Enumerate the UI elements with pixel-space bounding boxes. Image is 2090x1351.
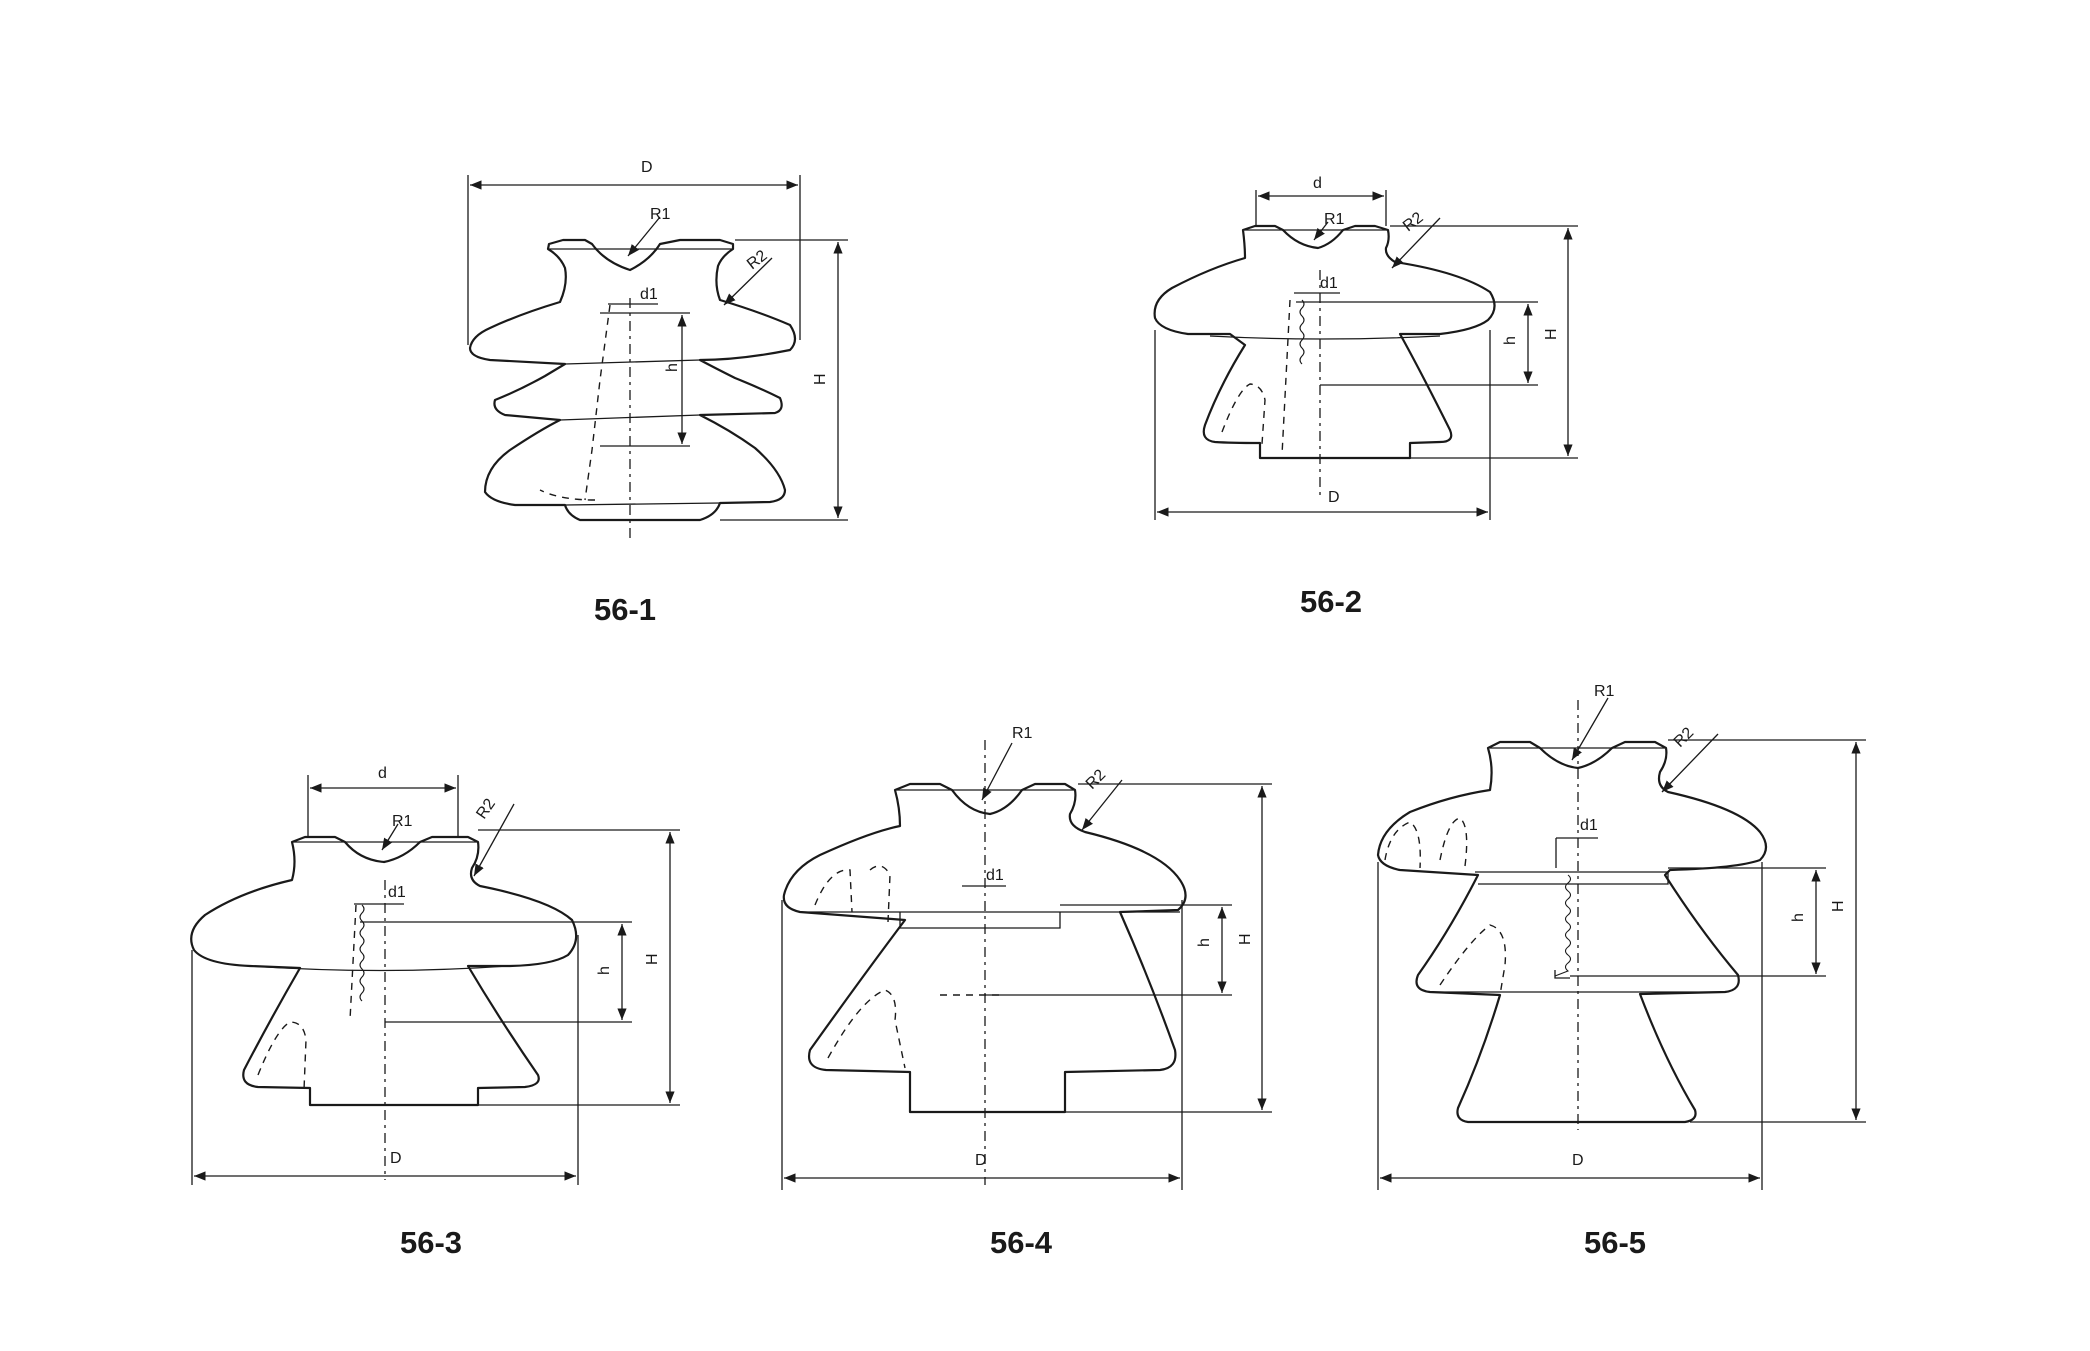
insulator-56-5-collar bbox=[1475, 871, 1669, 885]
insulator-56-5-hidden-fin-1 bbox=[1384, 821, 1421, 869]
insulator-56-3-d1-label: d1 bbox=[388, 884, 406, 901]
insulator-56-3-R1-label: R1 bbox=[392, 813, 413, 830]
insulator-56-4-D-label: D bbox=[975, 1152, 987, 1169]
insulator-56-5-R2-label: R2 bbox=[1671, 724, 1698, 751]
insulator-56-2-hidden-ring bbox=[1221, 383, 1266, 445]
insulator-56-4-R1-label: R1 bbox=[1012, 725, 1033, 742]
insulator-56-3-hidden-ring bbox=[257, 1021, 307, 1091]
insulator-56-1-shed-line-3 bbox=[564, 502, 721, 506]
insulator-56-3-body bbox=[190, 835, 578, 1107]
insulator-56-4-R2-label: R2 bbox=[1083, 766, 1110, 793]
insulator-56-2-d-label: d bbox=[1313, 175, 1322, 192]
insulator-56-2-R1-label: R1 bbox=[1324, 211, 1345, 228]
insulator-56-3-lower-skirt bbox=[249, 965, 509, 972]
insulator-56-1-H-label: H bbox=[812, 373, 829, 385]
insulator-56-4-collar bbox=[899, 912, 1061, 929]
insulator-56-4-hidden-fin-2 bbox=[814, 869, 853, 913]
insulator-56-3-hidden-bore bbox=[349, 904, 357, 1021]
insulator-56-3-D-label: D bbox=[390, 1150, 402, 1167]
insulator-56-5-hidden-ring bbox=[1439, 924, 1507, 996]
insulator-56-2-H-label: H bbox=[1543, 328, 1560, 340]
insulator-56-5-hidden-fin-2 bbox=[1439, 817, 1468, 867]
insulator-56-2-thread bbox=[1299, 299, 1305, 365]
insulator-56-3-R2-leader bbox=[473, 803, 515, 877]
insulator-56-1-body bbox=[468, 238, 797, 522]
insulator-56-2-hidden-bore bbox=[1281, 299, 1291, 456]
insulator-56-1-caption: 56-1 bbox=[594, 592, 656, 627]
insulator-56-1-hidden-bore bbox=[584, 304, 611, 501]
insulator-56-5-thread-end bbox=[1554, 970, 1570, 979]
insulator-56-4-R2-leader bbox=[1081, 779, 1123, 831]
insulator-56-4-H-label: H bbox=[1237, 933, 1254, 945]
insulator-56-3-R2-label: R2 bbox=[473, 796, 499, 823]
insulator-56-5-caption: 56-5 bbox=[1584, 1225, 1646, 1260]
insulator-56-5: R1 R2 d1 h H D 56-5 bbox=[1376, 683, 1866, 1260]
insulator-56-1-R2-leader bbox=[723, 257, 773, 306]
insulator-56-5-d1-label: d1 bbox=[1580, 817, 1598, 834]
insulator-56-4: R1 R2 d1 h H D 56-4 bbox=[781, 725, 1272, 1260]
insulator-56-5-R2-leader bbox=[1661, 733, 1719, 793]
insulator-56-1: D R1 R2 d1 h H 56-1 bbox=[467, 159, 848, 627]
insulator-56-2: d R1 R2 d1 h H D 56-2 bbox=[1153, 175, 1578, 619]
insulator-56-3-R1-leader bbox=[381, 823, 399, 851]
insulator-56-5-thread bbox=[1554, 874, 1572, 977]
insulator-56-4-body bbox=[782, 782, 1187, 1114]
insulator-56-1-D-label: D bbox=[641, 159, 653, 176]
insulator-56-2-d1-label: d1 bbox=[1320, 275, 1338, 292]
insulator-56-1-R1-leader bbox=[627, 216, 661, 257]
insulator-56-3-H-label: H bbox=[644, 953, 661, 965]
insulator-56-5-h-label: h bbox=[1790, 913, 1807, 922]
insulator-56-4-h-label: h bbox=[1196, 938, 1213, 947]
insulator-56-1-hidden-base bbox=[539, 489, 596, 501]
insulator-56-3-h-label: h bbox=[596, 966, 613, 975]
insulator-56-2-caption: 56-2 bbox=[1300, 584, 1362, 619]
insulator-56-2-h-label: h bbox=[1502, 336, 1519, 345]
insulator-56-1-h-label: h bbox=[664, 363, 681, 372]
insulator-56-3-caption: 56-3 bbox=[400, 1225, 462, 1260]
insulator-56-5-D-label: D bbox=[1572, 1152, 1584, 1169]
insulator-56-2-body bbox=[1153, 224, 1496, 460]
insulator-56-3-thread bbox=[359, 904, 365, 1002]
insulator-56-2-R2-label: R2 bbox=[1400, 209, 1427, 235]
insulator-56-2-D-label: D bbox=[1328, 489, 1340, 506]
insulator-56-4-d1-label: d1 bbox=[986, 867, 1004, 884]
insulator-56-2-R1-leader bbox=[1313, 221, 1329, 241]
insulator-56-2-lower-skirt bbox=[1209, 335, 1441, 340]
insulator-56-5-body bbox=[1376, 740, 1768, 1124]
insulator-56-1-R2-label: R2 bbox=[744, 247, 771, 273]
insulator-56-4-hidden-ring bbox=[827, 989, 906, 1069]
insulator-56-4-hidden-fin-1 bbox=[869, 865, 891, 923]
insulator-56-4-R1-leader bbox=[981, 742, 1013, 801]
insulator-56-3-d-label: d bbox=[378, 765, 387, 782]
insulator-56-5-R1-leader bbox=[1571, 697, 1609, 761]
insulator-56-1-d1-label: d1 bbox=[640, 286, 658, 303]
insulator-56-3: d R1 R2 d1 h H D 56-3 bbox=[190, 765, 680, 1260]
insulator-56-5-H-label: H bbox=[1830, 900, 1847, 912]
insulator-56-1-R1-label: R1 bbox=[650, 206, 671, 223]
insulator-56-5-R1-label: R1 bbox=[1594, 683, 1615, 700]
insulator-56-4-caption: 56-4 bbox=[990, 1225, 1053, 1260]
